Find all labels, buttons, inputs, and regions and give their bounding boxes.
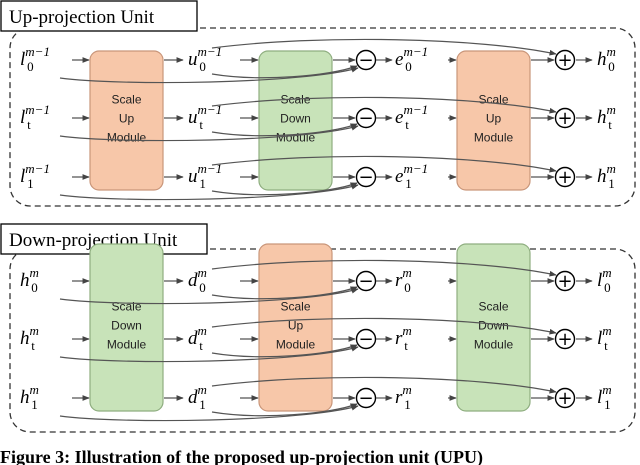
- svg-text:−: −: [358, 329, 373, 350]
- svg-text:−: −: [358, 271, 373, 292]
- add-operator: +: [554, 328, 576, 350]
- unit-title: Up-projection Unit: [9, 7, 155, 28]
- module-label-line: Module: [276, 338, 316, 352]
- module-label-line: Up: [288, 319, 304, 333]
- svg-text:+: +: [557, 271, 572, 292]
- skip-connection-arrow: [59, 183, 359, 201]
- down-projection-unit: Down-projection UnitScaleDownModuleScale…: [0, 223, 636, 433]
- add-operator: +: [554, 49, 576, 71]
- subtract-operator: −: [355, 387, 377, 409]
- module-label-line: Module: [107, 131, 147, 145]
- subtract-operator: −: [355, 270, 377, 292]
- module-label-line: Down: [280, 112, 311, 126]
- module-label-line: Module: [474, 338, 514, 352]
- module-label-line: Down: [111, 319, 142, 333]
- skip-connection-arrow: [211, 403, 358, 417]
- skip-connection-arrow: [211, 155, 557, 173]
- skip-connection-arrow: [211, 123, 358, 137]
- module-label-line: Scale: [280, 300, 310, 314]
- figure-caption: Figure 3: Illustration of the proposed u…: [0, 447, 483, 465]
- skip-connection-arrow: [59, 345, 359, 363]
- svg-text:+: +: [557, 167, 572, 188]
- skip-connection-arrow: [211, 96, 557, 114]
- svg-text:−: −: [358, 167, 373, 188]
- skip-connection-arrow: [211, 286, 358, 300]
- unit-title-box: [0, 0, 198, 32]
- skip-connection-arrow: [211, 376, 557, 394]
- skip-connection-arrow: [211, 182, 358, 196]
- skip-connection-arrow: [59, 66, 359, 84]
- module-label-line: Scale: [478, 93, 508, 107]
- skip-connection-arrow: [211, 65, 358, 79]
- skip-connection-arrow: [211, 344, 358, 358]
- svg-text:−: −: [358, 50, 373, 71]
- skip-connection-arrow: [59, 124, 359, 142]
- svg-text:−: −: [358, 108, 373, 129]
- subtract-operator: −: [355, 107, 377, 129]
- module-label-line: Scale: [280, 93, 310, 107]
- module-label-line: Module: [276, 131, 316, 145]
- svg-text:+: +: [557, 108, 572, 129]
- module-label-line: Scale: [111, 93, 141, 107]
- up-projection-unit: Up-projection UnitScaleUpModuleScaleDown…: [0, 0, 636, 207]
- unit-dashed-border: [9, 27, 636, 207]
- module-label-line: Up: [486, 112, 502, 126]
- skip-connection-arrow: [59, 404, 359, 422]
- skip-connection-arrow: [59, 287, 359, 305]
- svg-text:+: +: [557, 329, 572, 350]
- module-label-line: Module: [107, 338, 147, 352]
- subtract-operator: −: [355, 328, 377, 350]
- skip-connection-arrow: [211, 38, 557, 56]
- module-label-line: Scale: [111, 300, 141, 314]
- svg-text:+: +: [557, 50, 572, 71]
- skip-connection-arrow: [211, 317, 557, 335]
- module-label-line: Down: [478, 319, 509, 333]
- add-operator: +: [554, 107, 576, 129]
- skip-connection-arrow: [211, 259, 557, 277]
- svg-text:+: +: [557, 388, 572, 409]
- add-operator: +: [554, 387, 576, 409]
- add-operator: +: [554, 166, 576, 188]
- module-label-line: Module: [474, 131, 514, 145]
- module-label-line: Scale: [478, 300, 508, 314]
- svg-text:−: −: [358, 388, 373, 409]
- subtract-operator: −: [355, 49, 377, 71]
- add-operator: +: [554, 270, 576, 292]
- module-label-line: Up: [119, 112, 135, 126]
- subtract-operator: −: [355, 166, 377, 188]
